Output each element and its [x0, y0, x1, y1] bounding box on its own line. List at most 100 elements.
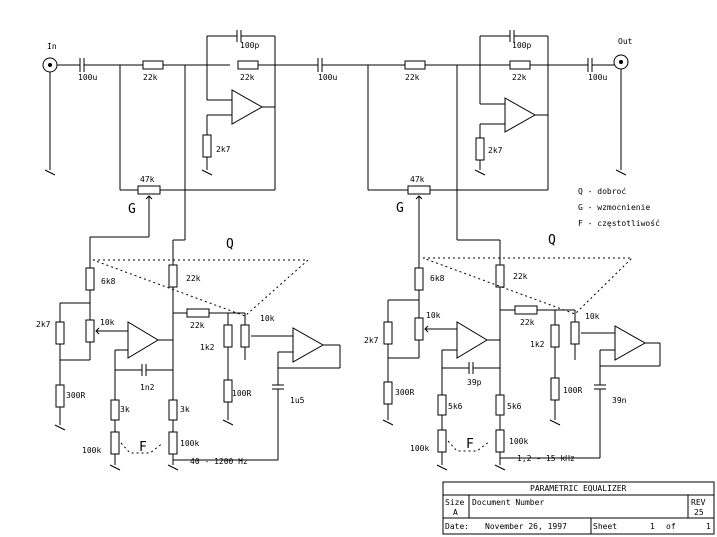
r300-a-label: 300R	[66, 391, 85, 400]
cap-39p-label: 39p	[467, 378, 482, 387]
resistor-icon	[202, 134, 212, 158]
resistor-icon	[550, 324, 560, 348]
resistor-icon	[55, 321, 65, 345]
title-block: PARAMETRIC EQUALIZER Size A Document Num…	[442, 481, 715, 535]
r6k8-b-label: 6k8	[430, 274, 445, 283]
r100-a-label: 100R	[232, 389, 251, 398]
potentiometer-icon	[240, 324, 250, 348]
legend: Q - dobroć G - wzmocnienie F - częstotli…	[578, 186, 660, 228]
opamp-icon	[292, 327, 325, 363]
q-gang-link	[92, 259, 310, 317]
resistor-icon	[142, 60, 164, 70]
filter-section-low	[54, 65, 341, 471]
potentiometer-icon	[437, 429, 447, 453]
potentiometer-icon	[570, 321, 580, 345]
resistor-icon	[550, 377, 560, 401]
potentiometer-icon	[85, 319, 95, 343]
opamp-icon	[456, 321, 488, 359]
c-mid-label: 100u	[318, 73, 337, 82]
pot100k-a2-label: 100k	[180, 439, 199, 448]
resistor-icon	[168, 264, 178, 288]
of-value: 1	[706, 522, 711, 531]
r3k-a2-label: 3k	[180, 405, 190, 414]
resistor-icon	[223, 324, 233, 348]
r2k7-a-label: 2k7	[36, 320, 51, 329]
resistor-icon	[495, 264, 505, 288]
r100-b-label: 100R	[563, 386, 582, 395]
resistor-icon	[437, 394, 447, 416]
resistor-icon	[475, 137, 485, 161]
resistor-icon	[383, 321, 393, 345]
gain-g-b-label: G	[396, 201, 404, 216]
r5k6-b1-label: 5k6	[448, 402, 463, 411]
rev-value: 25	[694, 508, 704, 517]
r-gnd-a-label: 2k7	[216, 145, 231, 154]
cap-1u5-label: 1u5	[290, 396, 305, 405]
title-text: PARAMETRIC EQUALIZER	[530, 484, 627, 493]
date-label: Date:	[445, 522, 469, 531]
c-in-label: 100u	[78, 73, 97, 82]
gain-pots	[89, 65, 549, 268]
potentiometer-icon	[495, 429, 505, 453]
opamp-icon	[504, 97, 537, 133]
pot100k-b1-label: 100k	[410, 444, 429, 453]
pot100k-a1-label: 100k	[82, 446, 101, 455]
f-b-label: F	[466, 437, 474, 452]
resistor-icon	[514, 305, 538, 315]
size-value: A	[453, 508, 458, 517]
potentiometer-icon	[137, 185, 161, 195]
output-label: Out	[618, 37, 633, 46]
docnum-label: Document Number	[472, 498, 544, 507]
cap-1n2-label: 1n2	[140, 383, 155, 392]
r1k2-b-label: 1k2	[530, 340, 545, 349]
of-label: of	[666, 522, 676, 531]
r22k-b2-label: 22k	[520, 318, 535, 327]
potentiometer-icon	[414, 317, 424, 341]
pot-g-a-label: 47k	[140, 175, 155, 184]
potentiometer-icon	[110, 431, 120, 455]
pot10k-a1-label: 10k	[100, 318, 115, 327]
r-in-b-label: 22k	[405, 73, 420, 82]
resistor-icon	[168, 399, 178, 421]
main-signal-path	[42, 30, 629, 190]
pot100k-b2-label: 100k	[509, 437, 528, 446]
r2k7-b-label: 2k7	[364, 336, 379, 345]
pot-g-b-label: 47k	[410, 175, 425, 184]
filter-section-high	[382, 65, 661, 471]
resistor-icon	[85, 267, 95, 291]
f-a-label: F	[139, 440, 147, 455]
opamp-icon	[231, 89, 264, 125]
r22k-b1-label: 22k	[513, 272, 528, 281]
resistor-icon	[110, 399, 120, 421]
resistor-icon	[383, 381, 393, 405]
potentiometer-icon	[407, 185, 431, 195]
sheet-value: 1	[650, 522, 655, 531]
resistor-icon	[186, 308, 210, 318]
legend-q: Q - dobroć	[578, 186, 626, 196]
r3k-a1-label: 3k	[120, 405, 130, 414]
range-b-label: 1,2 - 15 kHz	[517, 454, 575, 463]
pot10k-a2-label: 10k	[260, 314, 275, 323]
component-labels: In Out 100u 100u 100u 22k 22k 100p 2k7 2…	[36, 37, 633, 466]
r5k6-b2-label: 5k6	[507, 402, 522, 411]
r-fb-a-label: 22k	[240, 73, 255, 82]
resistor-icon	[414, 267, 424, 291]
range-a-label: 40 - 1200 Hz	[190, 457, 248, 466]
r-in-a-label: 22k	[143, 73, 158, 82]
gain-g-a-label: G	[128, 202, 136, 217]
date-value: November 26, 1997	[485, 522, 567, 531]
size-label: Size	[445, 498, 464, 507]
opamp-icon	[614, 325, 647, 361]
resistor-icon	[223, 379, 233, 403]
c-fb-a-label: 100p	[240, 41, 259, 50]
pot10k-b2-label: 10k	[585, 312, 600, 321]
resistor-icon	[55, 384, 65, 408]
legend-f: F - częstotliwość	[578, 218, 660, 228]
rev-label: REV	[691, 498, 706, 507]
r22k-a1-label: 22k	[186, 274, 201, 283]
r22k-a2-label: 22k	[190, 321, 205, 330]
r1k2-a-label: 1k2	[200, 343, 215, 352]
q-b-label: Q	[548, 233, 556, 248]
cap-39n-label: 39n	[612, 396, 627, 405]
pot10k-b1-label: 10k	[426, 311, 441, 320]
